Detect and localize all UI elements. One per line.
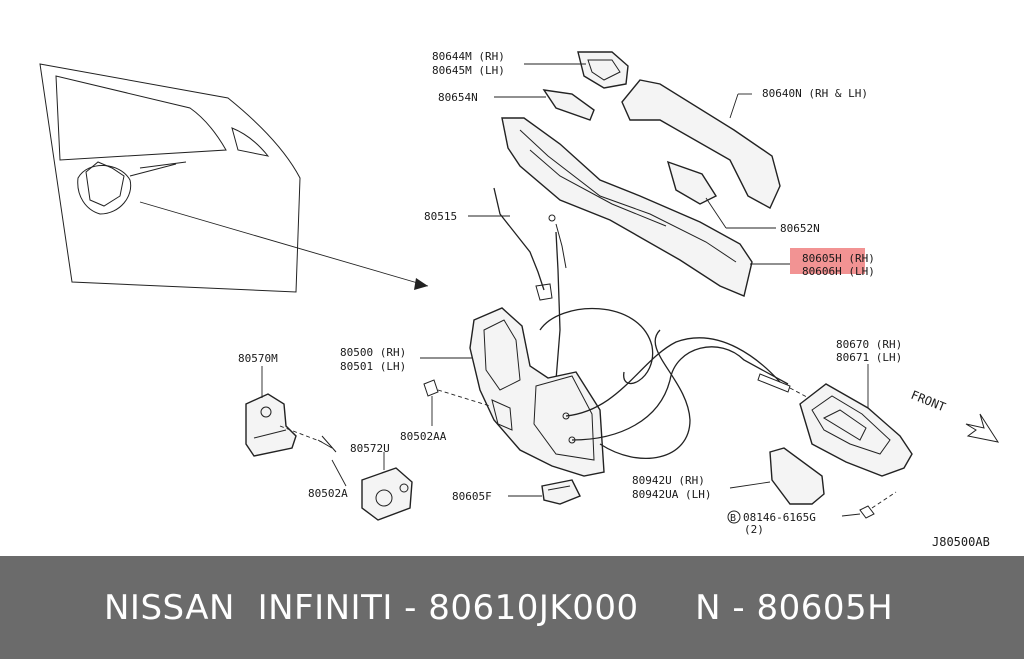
label-80652N: 80652N <box>780 222 820 235</box>
lock-cables <box>539 307 821 459</box>
label-80501: 80501 (LH) <box>340 360 406 373</box>
label-80605F: 80605F <box>452 490 492 503</box>
inside-handle <box>799 383 913 477</box>
drawing-code: J80500AB <box>932 535 990 549</box>
label-80645M: 80645M (LH) <box>432 64 505 77</box>
footer-banner: NISSAN INFINITI - 80610JK000 N - 80605H <box>0 556 1024 659</box>
footer-part-number-text: NISSAN INFINITI - 80610JK000 N - 80605H <box>104 587 894 628</box>
label-bolt-qty: (2) <box>744 523 764 536</box>
label-80942UA: 80942UA (LH) <box>632 488 711 501</box>
striker-cover <box>361 467 413 521</box>
label-80670: 80670 (RH) <box>836 338 902 351</box>
bolt-circle-letter: B <box>730 513 736 524</box>
label-80502A: 80502A <box>308 487 348 500</box>
door-lock-actuator <box>469 307 605 477</box>
front-direction-arrow <box>965 413 1000 443</box>
cable-clip <box>541 479 581 505</box>
bolt-circle-marker <box>727 510 741 524</box>
label-80572U: 80572U <box>350 442 390 455</box>
door-outline <box>39 63 429 293</box>
label-80515: 80515 <box>424 210 457 223</box>
label-80606H: 80606H (LH) <box>802 265 875 278</box>
label-80942U: 80942U (RH) <box>632 474 705 487</box>
label-80570M: 80570M <box>238 352 278 365</box>
mounting-bolt <box>859 491 897 519</box>
label-bolt-code: 08146-6165G <box>743 511 816 524</box>
label-80502AA: 80502AA <box>400 430 447 443</box>
escutcheon <box>769 447 825 505</box>
leader-lines <box>261 63 869 517</box>
label-80605H: 80605H (RH) <box>802 252 875 265</box>
part-labels: 80644M (RH) 80645M (LH) 80654N 80640N (R… <box>238 50 990 549</box>
label-80654N: 80654N <box>438 91 478 104</box>
highlight-box <box>790 248 865 274</box>
label-80644M: 80644M (RH) <box>432 50 505 63</box>
door-striker <box>245 393 337 457</box>
label-front: FRONT <box>909 388 948 415</box>
label-80500: 80500 (RH) <box>340 346 406 359</box>
label-80640N: 80640N (RH & LH) <box>762 87 868 100</box>
lock-rod <box>493 187 553 301</box>
label-80671: 80671 (LH) <box>836 351 902 364</box>
outside-handle-assembly <box>501 51 781 441</box>
actuator-screw <box>423 379 491 407</box>
door-lock-exploded-diagram: 80644M (RH) 80645M (LH) 80654N 80640N (R… <box>39 50 1000 549</box>
